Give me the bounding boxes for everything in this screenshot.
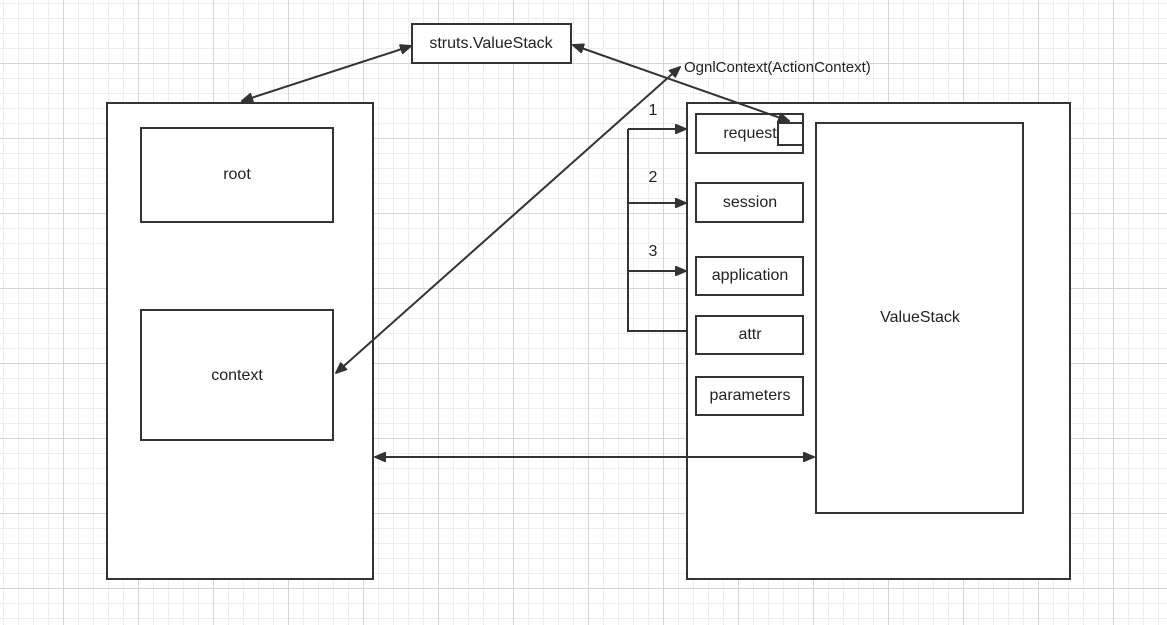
step-number-3: 3 <box>649 243 658 260</box>
session-label: session <box>723 194 777 211</box>
context-label: context <box>211 367 263 384</box>
arrow-valuestack-left-container <box>242 46 411 101</box>
parameters-box <box>695 376 804 416</box>
root-label: root <box>223 166 251 183</box>
attr-box <box>695 315 804 355</box>
arrow-context-ognlcontext <box>336 67 680 373</box>
application-box <box>695 256 804 296</box>
request-label: request <box>723 125 777 142</box>
request-small-square <box>777 122 804 146</box>
struts-valuestack-box <box>411 23 572 64</box>
attr-label: attr <box>738 326 762 343</box>
application-label: application <box>712 267 789 284</box>
session-box <box>695 182 804 223</box>
valuestack-box <box>815 122 1024 514</box>
ognl-context-label: OgnlContext(ActionContext) <box>684 59 871 76</box>
attr-bracket-line <box>627 129 687 332</box>
valuestack-label: ValueStack <box>880 309 961 326</box>
parameters-label: parameters <box>710 387 791 404</box>
step-number-1: 1 <box>649 102 658 119</box>
context-box <box>140 309 334 441</box>
root-box <box>140 127 334 223</box>
step-number-2: 2 <box>649 169 658 186</box>
struts-valuestack-label: struts.ValueStack <box>429 35 553 52</box>
arrow-valuestack-request <box>573 45 789 121</box>
